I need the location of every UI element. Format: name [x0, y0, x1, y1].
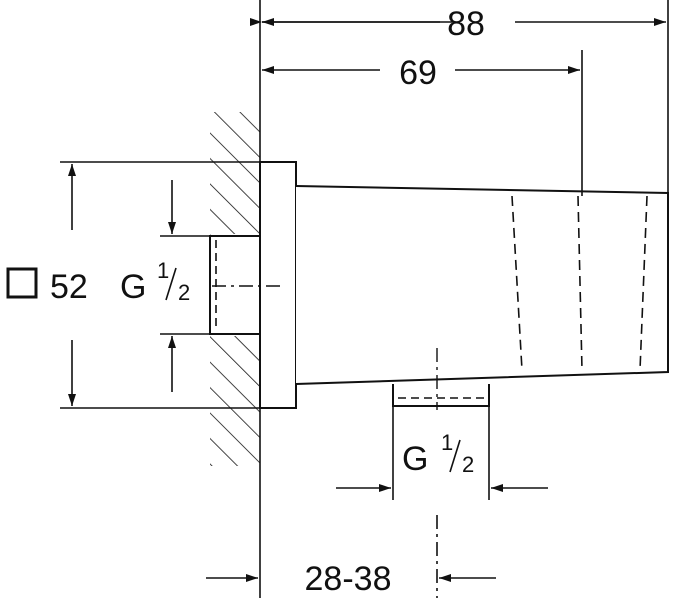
- inlet-thread-slash: [165, 267, 177, 301]
- inlet-thread-den: 2: [178, 280, 190, 305]
- outlet-nipple: [392, 384, 490, 407]
- dim-overall-length: 88: [447, 5, 485, 43]
- flange: [259, 161, 297, 409]
- inlet-thread-letter: G: [120, 268, 146, 306]
- dim-flange-size: 52: [50, 268, 88, 306]
- dim-wall-range: 28-38: [305, 560, 392, 598]
- outlet-thread-letter: G: [402, 440, 428, 478]
- dimension-lines: [60, 0, 669, 598]
- outlet-thread-num: 1: [441, 430, 453, 455]
- body: [295, 185, 669, 385]
- inlet-thread-num: 1: [157, 258, 169, 283]
- square-icon: [6, 267, 38, 299]
- inlet-nipple: [209, 235, 261, 335]
- outlet-thread-slash: [449, 439, 461, 473]
- fitting-outline: [209, 0, 669, 598]
- dim-body-length: 69: [399, 54, 437, 92]
- outlet-thread-den: 2: [462, 452, 474, 477]
